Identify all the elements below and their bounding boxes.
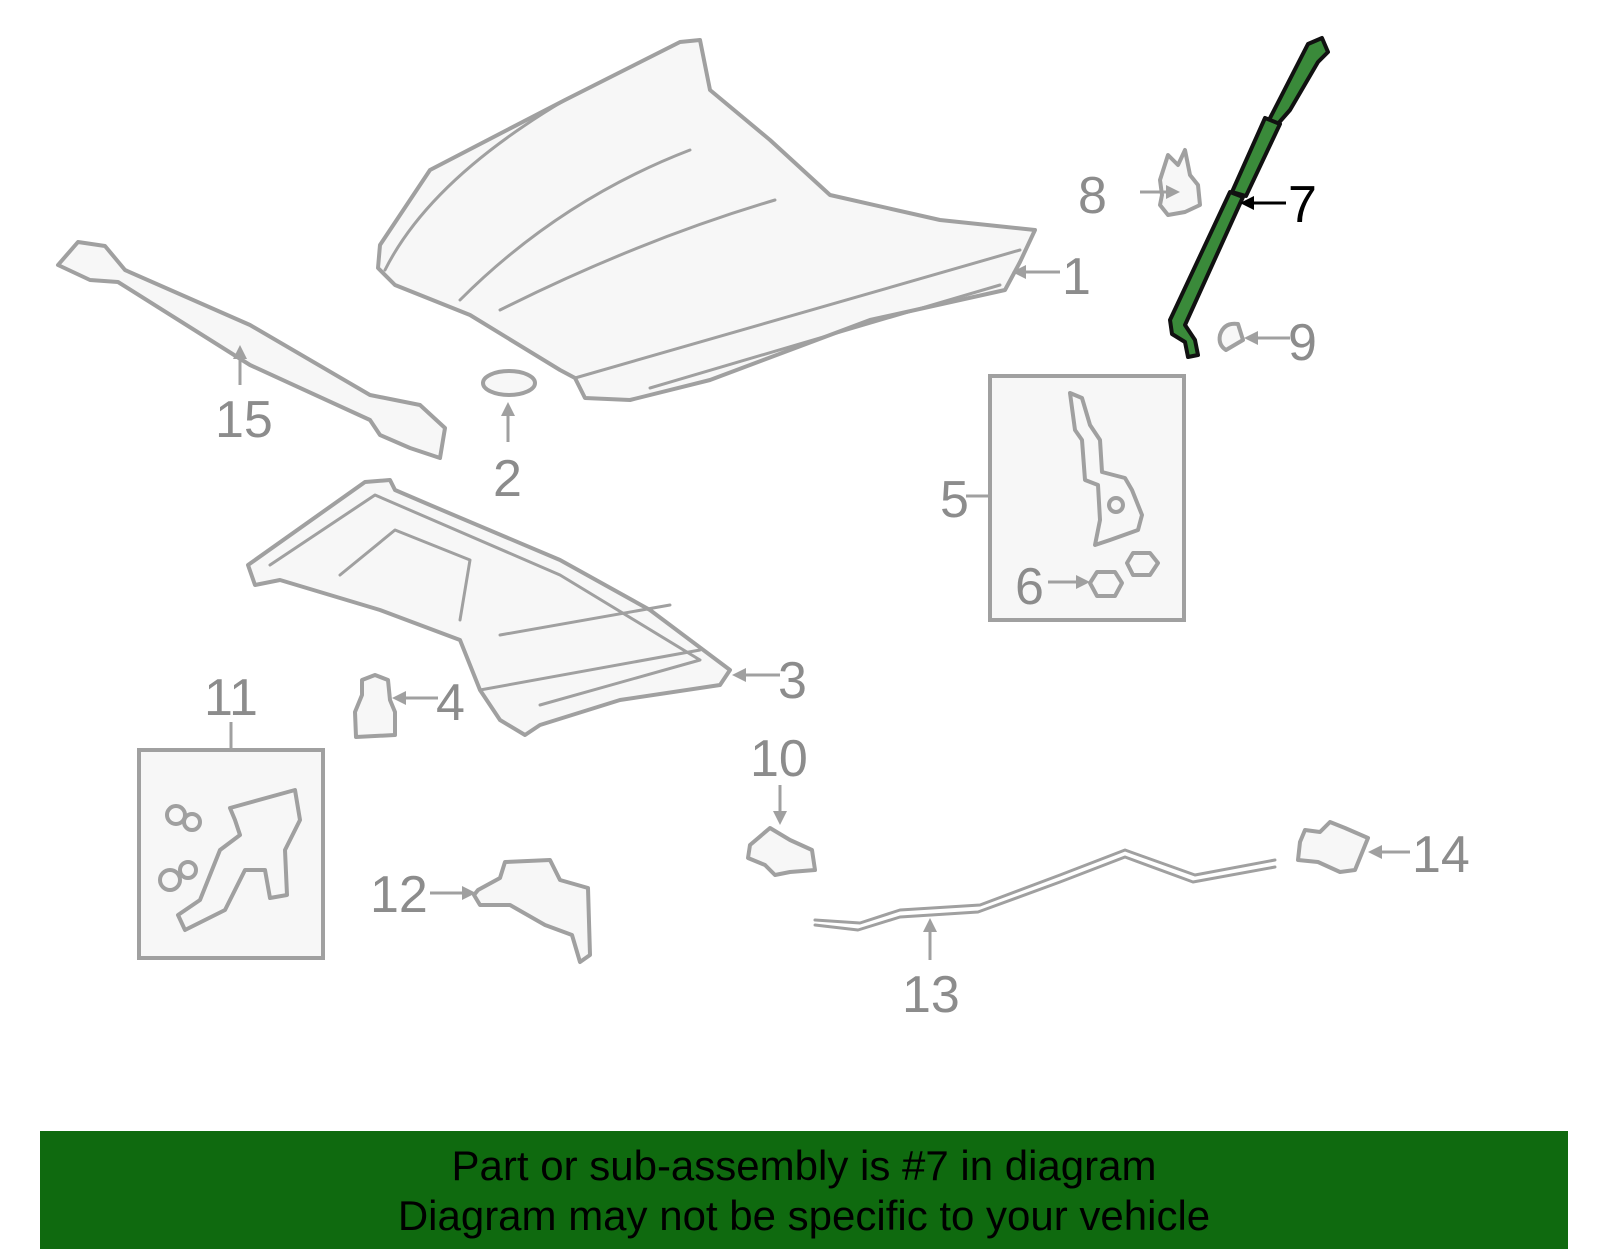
callout-1: 1 (1062, 248, 1091, 306)
banner-line-disclaimer: Diagram may not be specific to your vehi… (397, 1192, 1211, 1239)
callout-8: 8 (1078, 167, 1107, 225)
callout-7: 7 (1288, 176, 1317, 234)
callout-12: 12 (370, 866, 428, 924)
part-10-clip[interactable] (746, 826, 817, 877)
leaders (229, 185, 1410, 960)
part-4-bumper[interactable] (353, 673, 397, 739)
part-14-bracket[interactable] (1296, 820, 1370, 874)
part-8-clip[interactable] (1158, 148, 1202, 217)
part-2-clip[interactable] (481, 369, 537, 397)
part-12-latch[interactable] (472, 858, 592, 964)
callout-4: 4 (436, 674, 465, 732)
callout-11: 11 (204, 669, 258, 727)
callout-5: 5 (940, 471, 969, 529)
part-7-lift-support[interactable] (1168, 36, 1330, 359)
part-13-cable[interactable] (813, 848, 1277, 932)
callout-6: 6 (1015, 558, 1044, 616)
callout-3: 3 (778, 652, 807, 710)
info-banner: Part or sub-assembly is #7 in diagram Di… (40, 1131, 1568, 1249)
part-5-hinge-box[interactable] (988, 374, 1186, 622)
part-11-latch-box[interactable] (137, 748, 325, 960)
callout-14: 14 (1412, 826, 1470, 884)
part-3-insulator[interactable] (246, 478, 732, 737)
banner-line-part: Part or sub-assembly is #7 in diagram (451, 1142, 1157, 1189)
callout-2: 2 (493, 450, 522, 508)
callout-13: 13 (902, 966, 960, 1024)
callout-15: 15 (215, 391, 273, 449)
callout-9: 9 (1288, 314, 1317, 372)
callout-10: 10 (750, 730, 808, 788)
part-9-cap[interactable] (1217, 321, 1245, 352)
part-1-hood[interactable] (376, 38, 1037, 402)
part-15-hood-seal[interactable] (56, 240, 447, 460)
